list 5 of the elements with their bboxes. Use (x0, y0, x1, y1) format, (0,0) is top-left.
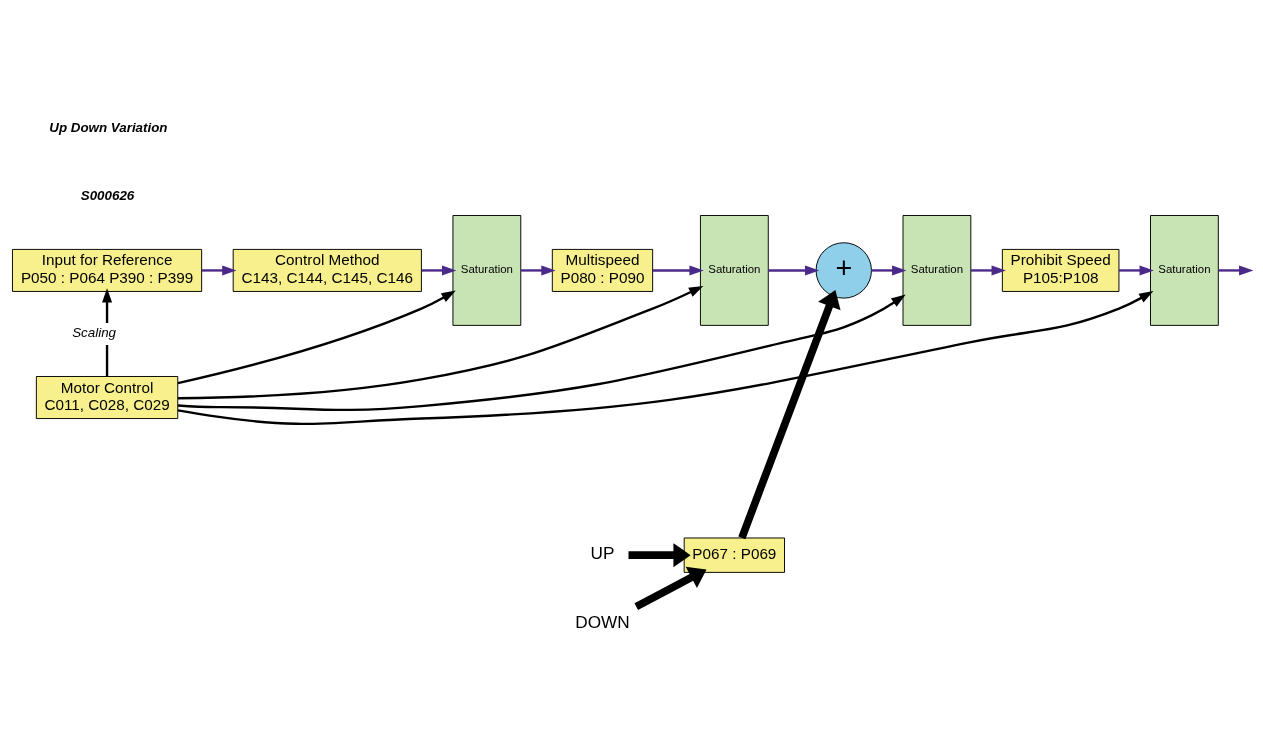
edge-label: Scaling (72, 325, 117, 341)
label: S000626 (80, 188, 135, 204)
node-text: DOWN (575, 612, 630, 633)
label: Up Down Variation (49, 119, 168, 135)
node-text: UP (590, 543, 615, 564)
